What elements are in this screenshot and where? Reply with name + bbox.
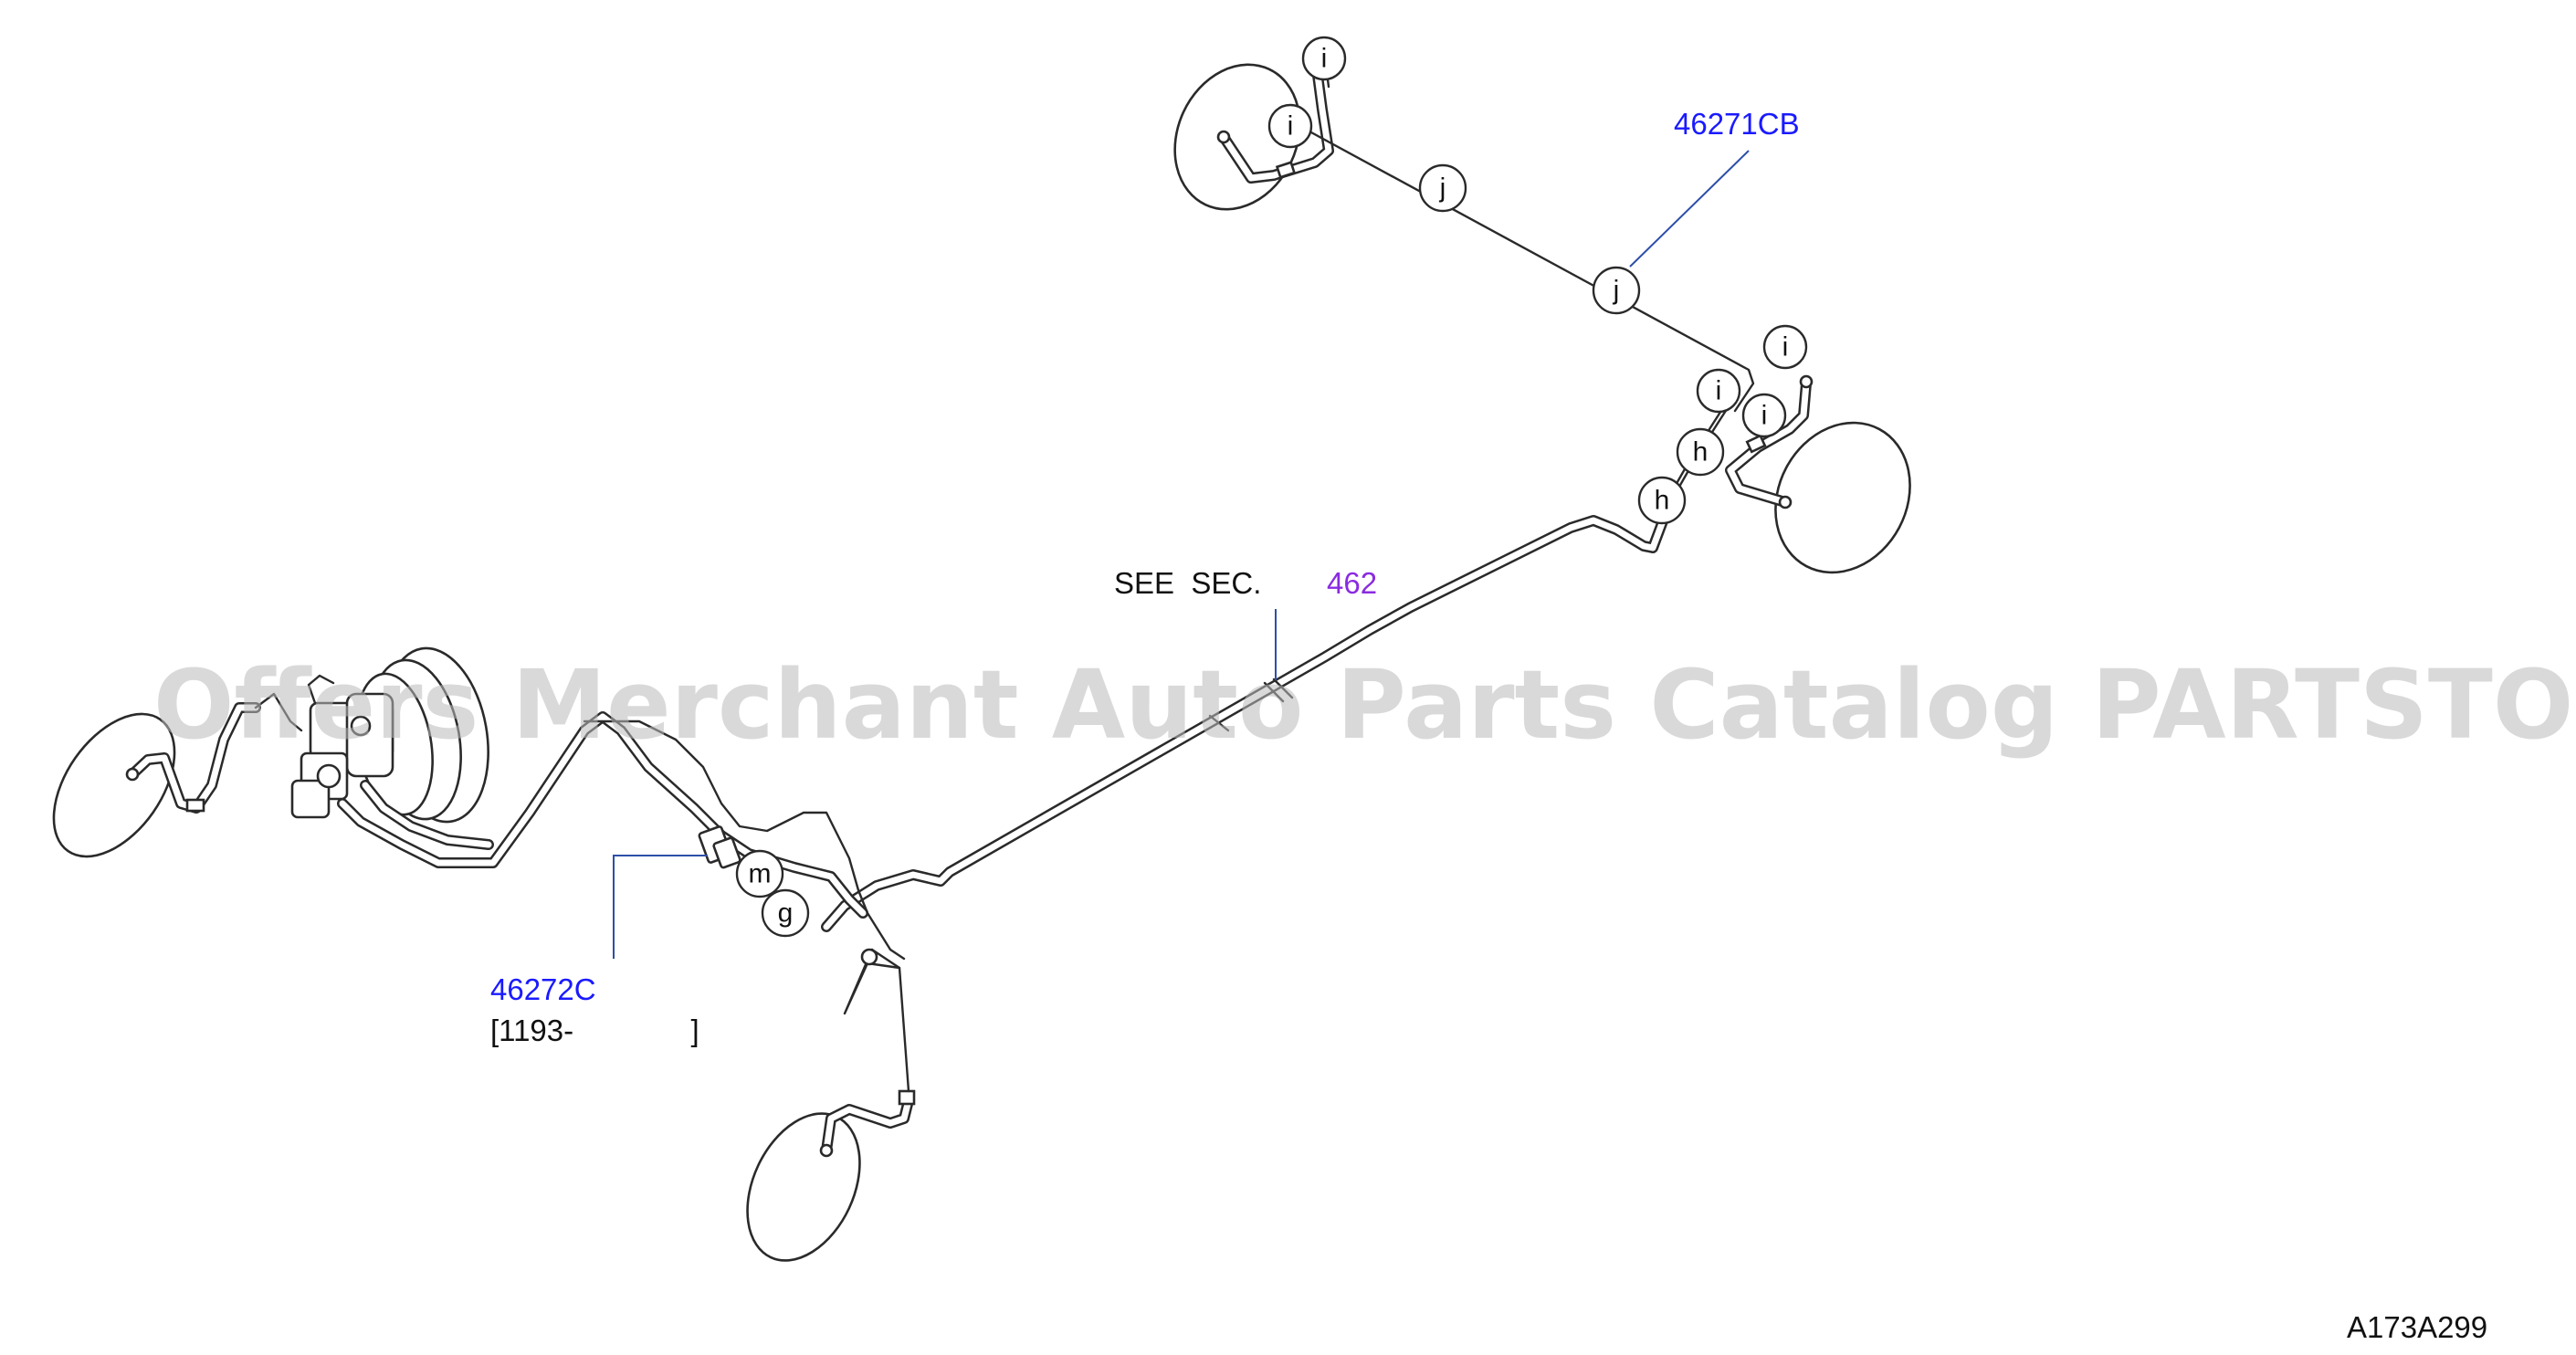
rear-left-brake-disc (1774, 421, 1911, 574)
svg-text:m: m (749, 859, 772, 889)
see-sec-prefix: SEE SEC. (1114, 566, 1261, 600)
part-number-46271cb[interactable]: 46271CB (1674, 107, 1800, 141)
main-line-clips (1208, 678, 1294, 732)
part-number-46272c[interactable]: 46272C (490, 972, 596, 1006)
front-left-brake-disc (52, 712, 176, 858)
connector-46272c (698, 825, 741, 869)
part-46272c-serial-range: [1193- ] (490, 1014, 699, 1047)
callout-j-2: j (1592, 266, 1641, 315)
front-right-brake-disc (746, 1112, 861, 1262)
svg-text:i: i (1716, 376, 1722, 406)
callout-h-1: h (1676, 427, 1725, 477)
callout-j-1: j (1418, 163, 1467, 213)
figure-code: A173A299 (2347, 1310, 2487, 1344)
front-right-hose (819, 948, 916, 1158)
callout-m: m (735, 849, 784, 898)
section-link-462[interactable]: 462 (1327, 566, 1377, 600)
svg-text:i: i (1288, 111, 1294, 142)
svg-text:i: i (1761, 401, 1768, 431)
svg-text:g: g (778, 898, 794, 929)
svg-text:i: i (1321, 44, 1328, 74)
callout-i-1: i (1301, 36, 1347, 81)
leader-46272c (613, 855, 708, 959)
callout-i-5: i (1741, 393, 1787, 438)
svg-text:i: i (1782, 332, 1789, 362)
callout-i-3: i (1762, 324, 1808, 370)
svg-text:j: j (1613, 276, 1620, 306)
watermark-text: Offers Merchant Auto Parts Catalog PARTS… (153, 649, 2576, 761)
front-brake-lines (337, 711, 906, 961)
callout-i-2: i (1267, 103, 1313, 149)
master-cylinder (290, 674, 394, 819)
svg-text:h: h (1693, 437, 1709, 467)
callout-g: g (761, 888, 810, 938)
callout-h-2: h (1637, 476, 1687, 525)
svg-text:j: j (1439, 173, 1446, 204)
main-rear-brake-line (821, 506, 1672, 932)
rear-brake-line-upper (1288, 119, 1755, 413)
leader-46271cb (1629, 150, 1750, 268)
front-left-hose (125, 692, 303, 814)
callout-i-4: i (1696, 368, 1741, 414)
svg-text:h: h (1655, 486, 1670, 516)
rear-left-hose (1725, 374, 1814, 509)
